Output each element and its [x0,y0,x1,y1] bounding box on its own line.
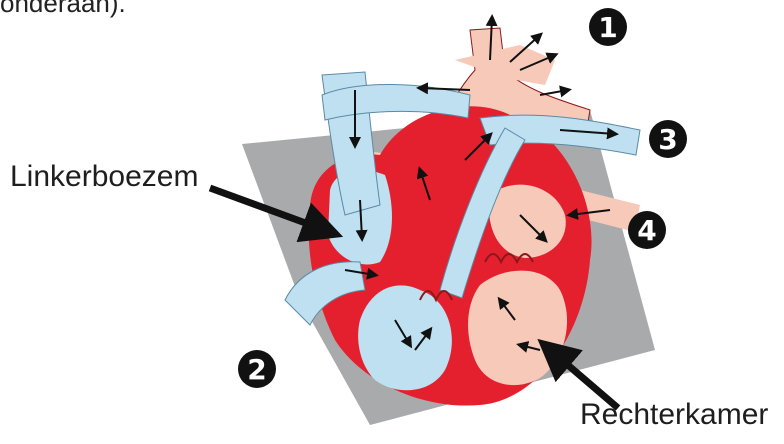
label-right-ventricle: Rechterkamer [580,398,768,432]
marker-1: 1 [589,8,627,46]
label-left-atrium: Linkerboezem [10,160,198,194]
marker-3: 3 [649,120,687,158]
marker-2: 2 [238,350,276,388]
marker-4: 4 [628,211,666,249]
